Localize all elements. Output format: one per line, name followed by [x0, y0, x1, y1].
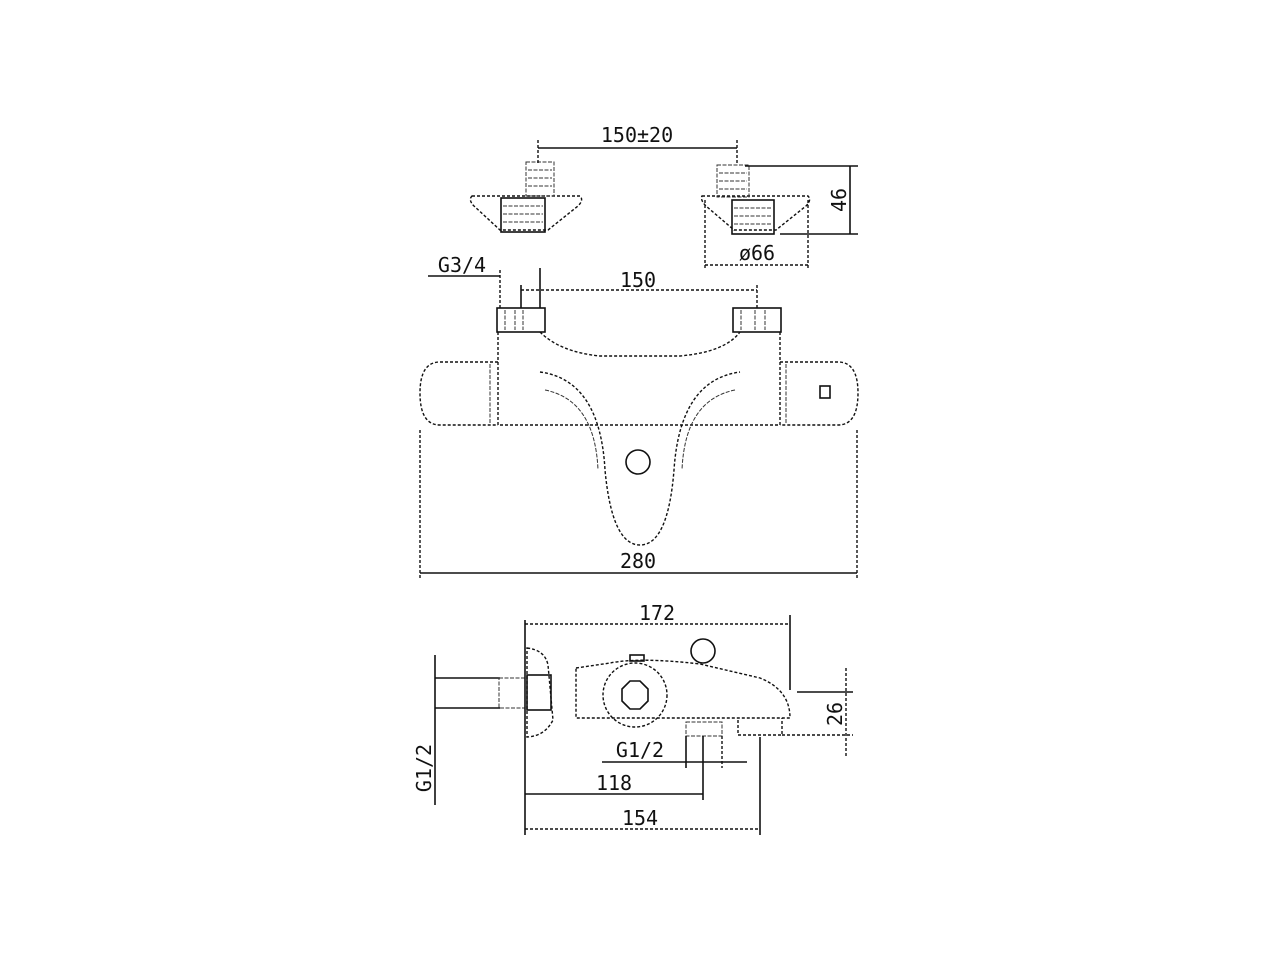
width-dimension: 280 [419, 430, 858, 580]
wall-pipe [435, 677, 500, 709]
diverter-knob-side [690, 638, 716, 664]
temperature-knob [602, 662, 668, 728]
diameter-dimension: ø66 [704, 200, 809, 270]
left-escutcheon [469, 161, 583, 233]
body-side [575, 659, 791, 719]
spout-side [737, 718, 783, 736]
dimension-label: 118 [596, 771, 632, 795]
dimension-label: G1/2 [616, 738, 664, 762]
side-escutcheon [526, 647, 554, 738]
front-view: G3/4 150 280 [419, 253, 859, 580]
dimension-label: 280 [620, 549, 656, 573]
left-handle [419, 361, 498, 426]
depth-dimension: 172 [524, 601, 791, 835]
wall-thread-dimension: G1/2 [412, 655, 436, 805]
inlet-spacing-dimension: 150 [520, 268, 758, 308]
dimension-label: G3/4 [438, 253, 486, 277]
dimension-label: ø66 [739, 241, 775, 265]
knob-center [621, 680, 649, 710]
side-view: 172 26 G1/2 118 154 G1/2 [412, 601, 853, 835]
outlet-height-dimension: 26 [782, 668, 853, 758]
thread-dimension: G3/4 [428, 253, 541, 308]
outlet-thread [685, 721, 723, 737]
dimension-label: 46 [827, 188, 851, 212]
spacing-dimension: 150±20 [537, 123, 738, 165]
top-view: 150±20 46 ø66 [469, 123, 858, 270]
spout-outline [539, 371, 741, 546]
right-handle [780, 361, 859, 426]
dimension-label: 150±20 [601, 123, 673, 147]
dimension-label: 154 [622, 806, 658, 830]
right-inlet [732, 307, 782, 333]
outlet-thread-dimension: G1/2 [602, 736, 747, 768]
body-top-curve [539, 331, 741, 357]
dimension-label: 26 [823, 702, 847, 726]
spout-offset-dimension: 154 [525, 737, 761, 835]
outlet-offset-dimension: 118 [525, 736, 704, 800]
height-dimension: 46 [745, 165, 858, 235]
diverter-knob [625, 449, 651, 475]
dimension-label: 150 [620, 268, 656, 292]
dimension-label: 172 [639, 601, 675, 625]
left-inlet [496, 307, 546, 333]
right-escutcheon [700, 164, 811, 235]
dimension-label: G1/2 [412, 744, 436, 792]
temperature-mark [819, 385, 831, 399]
